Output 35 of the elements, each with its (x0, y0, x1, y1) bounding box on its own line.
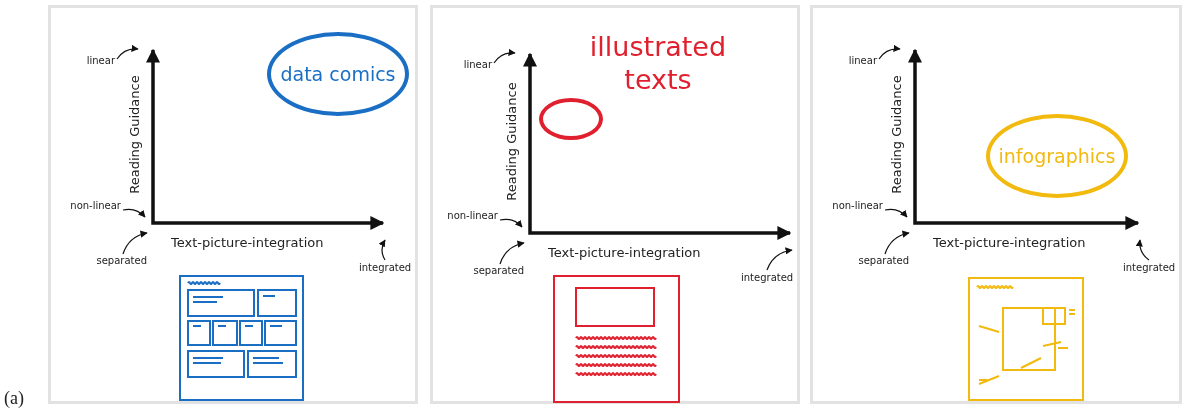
axis-end-label: linear (839, 54, 877, 67)
leader-arrow (378, 239, 386, 261)
leader-arrow (122, 208, 146, 218)
leader-arrow (116, 45, 139, 60)
empty-ellipse (539, 98, 603, 140)
leader-arrow (766, 247, 793, 271)
axis-title: Text-picture-integration (171, 235, 324, 250)
axis-title: Text-picture-integration (548, 245, 701, 260)
axis-end-label: separated (91, 254, 147, 267)
category-label: illustrated texts (588, 30, 728, 96)
leader-arrow (884, 208, 908, 218)
axis-end-label: integrated (359, 261, 413, 274)
leader-arrow (122, 230, 148, 255)
axis-end-label: linear (77, 54, 115, 67)
leader-arrow (499, 218, 523, 228)
leader-arrow (884, 230, 910, 255)
axis-title: Reading Guidance (126, 73, 142, 196)
category-ellipse: data comics (267, 32, 409, 116)
leader-arrow (499, 240, 525, 265)
axis-end-label: non-linear (436, 209, 498, 222)
axis-end-label: integrated (1123, 261, 1177, 274)
axis-end-label: non-linear (821, 199, 883, 212)
panel-letter: (a) (4, 388, 24, 409)
leader-arrow (1135, 239, 1150, 261)
leader-arrow (493, 49, 516, 64)
axis-end-label: linear (454, 58, 492, 71)
axis-end-label: separated (853, 254, 909, 267)
axis-title: Text-picture-integration (933, 235, 1086, 250)
axis-title: Reading Guidance (888, 73, 904, 196)
axis-end-label: non-linear (59, 199, 121, 212)
axis-end-label: separated (468, 264, 524, 277)
axis-title: Reading Guidance (503, 80, 519, 203)
leader-arrow (878, 45, 901, 60)
category-ellipse: infographics (986, 114, 1128, 198)
axis-end-label: integrated (741, 271, 795, 284)
